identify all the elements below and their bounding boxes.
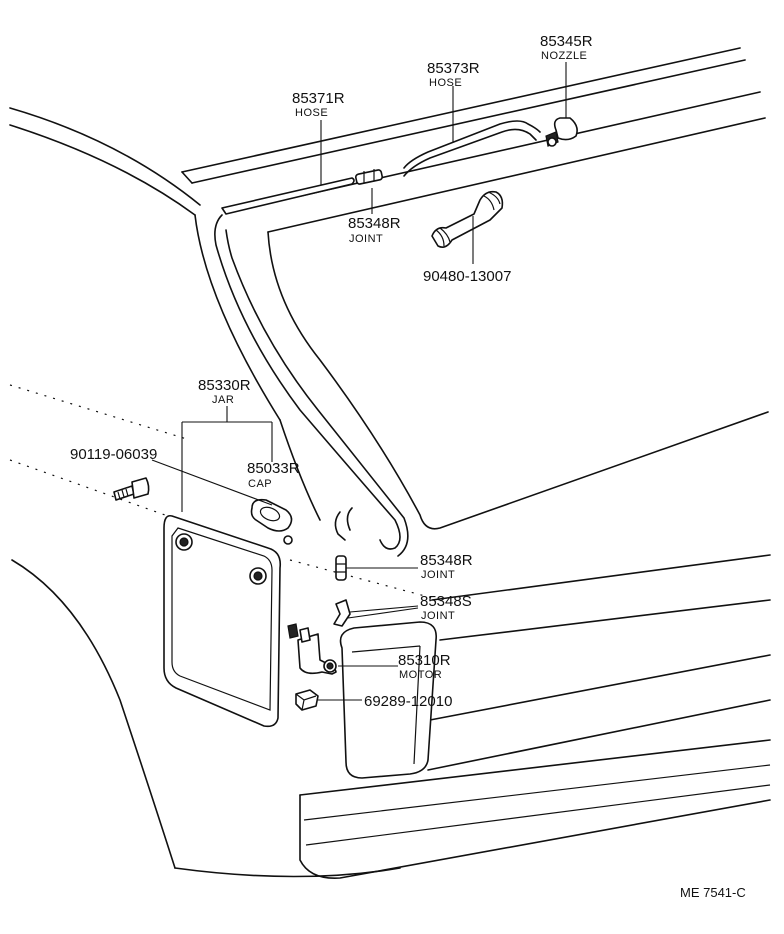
svg-text:JOINT: JOINT xyxy=(421,569,455,581)
svg-text:CAP: CAP xyxy=(248,478,272,490)
motor-85310r xyxy=(287,623,337,675)
svg-text:JAR: JAR xyxy=(212,394,234,406)
svg-text:NOZZLE: NOZZLE xyxy=(541,50,587,62)
joint-85348r-upper xyxy=(355,169,383,185)
hose-routing xyxy=(214,214,409,557)
svg-text:JOINT: JOINT xyxy=(421,610,455,622)
leader-lines xyxy=(151,62,567,701)
svg-text:MOTOR: MOTOR xyxy=(399,669,442,681)
hose-85371r xyxy=(221,177,355,215)
label-nozzle-85345r: 85345R NOZZLE xyxy=(540,33,593,62)
label-hose-85373r: 85373R HOSE xyxy=(427,60,480,89)
reference-code: ME 7541-C xyxy=(680,885,746,900)
svg-text:85330R: 85330R xyxy=(198,377,251,394)
cap-85033r xyxy=(250,498,293,545)
label-cap-85033r: 85033R CAP xyxy=(247,460,300,490)
svg-text:JOINT: JOINT xyxy=(349,233,383,245)
svg-text:85310R: 85310R xyxy=(398,652,451,669)
svg-text:85348S: 85348S xyxy=(420,593,472,610)
jar-85330r xyxy=(163,514,282,728)
svg-text:85348R: 85348R xyxy=(420,552,473,569)
bolt-90119-06039 xyxy=(113,477,150,501)
label-jar-85330r: 85330R JAR xyxy=(198,377,251,406)
svg-text:85348R: 85348R xyxy=(348,215,401,232)
label-joint-85348s: 85348S JOINT xyxy=(420,593,472,622)
label-grommet-69289-12010: 69289-12010 xyxy=(364,693,452,710)
joint-85348s xyxy=(333,599,351,627)
svg-text:85373R: 85373R xyxy=(427,60,480,77)
label-grommet-90480-13007: 90480-13007 xyxy=(423,268,511,285)
svg-text:90480-13007: 90480-13007 xyxy=(423,268,511,285)
svg-text:HOSE: HOSE xyxy=(429,77,462,89)
grommet-69289-12010 xyxy=(295,689,319,711)
nozzle-85345r xyxy=(545,117,578,147)
svg-text:90119-06039: 90119-06039 xyxy=(70,446,157,463)
label-hose-85371r: 85371R HOSE xyxy=(292,90,345,119)
label-motor-85310r: 85310R MOTOR xyxy=(398,652,451,681)
svg-text:85345R: 85345R xyxy=(540,33,593,50)
hose-85373r xyxy=(403,120,541,177)
svg-text:85371R: 85371R xyxy=(292,90,345,107)
svg-text:85033R: 85033R xyxy=(247,460,300,477)
joint-85348r-lower xyxy=(335,555,347,581)
svg-text:HOSE: HOSE xyxy=(295,107,328,119)
vehicle-body-outline xyxy=(9,47,771,879)
grommet-90480-13007 xyxy=(431,190,504,248)
label-joint-85348r-lower: 85348R JOINT xyxy=(420,552,473,581)
svg-text:69289-12010: 69289-12010 xyxy=(364,693,452,710)
label-bolt-90119-06039: 90119-06039 xyxy=(70,446,157,463)
label-joint-85348r-upper: 85348R JOINT xyxy=(348,215,401,245)
